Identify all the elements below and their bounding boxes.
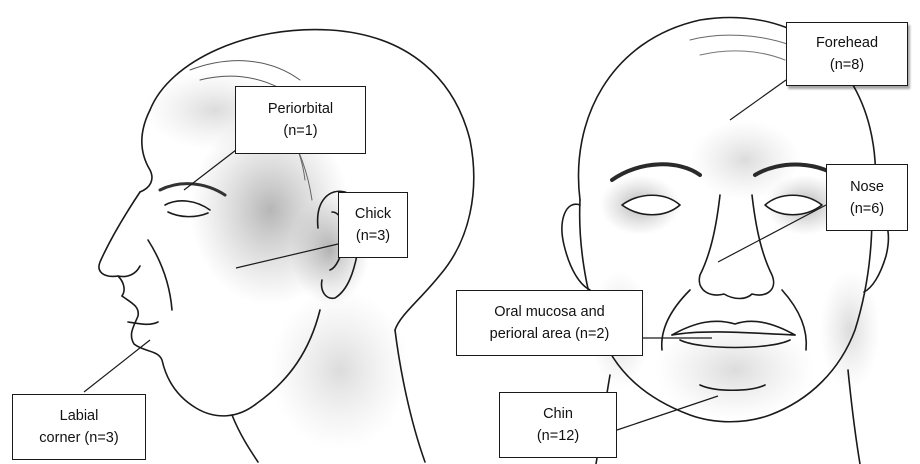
- label-nose: Nose (n=6): [826, 164, 908, 231]
- label-chin: Chin (n=12): [499, 392, 617, 458]
- label-periorbital-line2: (n=1): [283, 120, 317, 142]
- label-nose-line1: Nose: [850, 176, 884, 198]
- label-labial-corner-line1: Labial: [60, 405, 99, 427]
- label-forehead-line2: (n=8): [830, 54, 864, 76]
- label-chick-line1: Chick: [355, 203, 391, 225]
- label-oral-mucosa-line1: Oral mucosa and: [494, 301, 604, 323]
- label-nose-line2: (n=6): [850, 198, 884, 220]
- label-periorbital: Periorbital (n=1): [235, 86, 366, 154]
- label-oral-mucosa: Oral mucosa and perioral area (n=2): [456, 290, 643, 356]
- label-labial-corner-line2: corner (n=3): [39, 427, 118, 449]
- label-labial-corner: Labial corner (n=3): [12, 394, 146, 460]
- label-chick-line2: (n=3): [356, 225, 390, 247]
- label-forehead: Forehead (n=8): [786, 22, 908, 86]
- label-chin-line1: Chin: [543, 403, 573, 425]
- leader-line-labial-corner: [84, 340, 150, 392]
- label-chin-line2: (n=12): [537, 425, 579, 447]
- leader-line-forehead: [730, 80, 786, 120]
- label-periorbital-line1: Periorbital: [268, 98, 333, 120]
- label-chick: Chick (n=3): [338, 192, 408, 258]
- label-oral-mucosa-line2: perioral area (n=2): [490, 323, 610, 345]
- label-forehead-line1: Forehead: [816, 32, 878, 54]
